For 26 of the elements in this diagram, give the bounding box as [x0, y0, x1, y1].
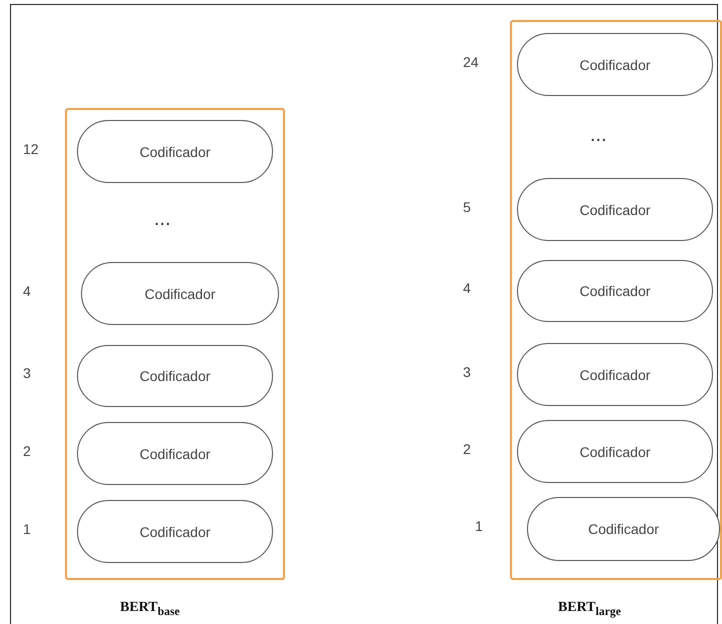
- ellipsis: ...: [590, 124, 607, 147]
- ellipsis: ...: [154, 208, 171, 231]
- layer-number: 3: [23, 365, 31, 381]
- layer-number: 2: [463, 440, 471, 456]
- encoder-label: Codificador: [140, 144, 210, 160]
- layer-number: 1: [475, 518, 483, 534]
- encoder-label: Codificador: [144, 286, 216, 302]
- layer-number: 12: [23, 140, 39, 156]
- encoder-label: Codificador: [580, 202, 650, 218]
- layer-number: 4: [23, 282, 31, 298]
- encoder-label: Codificador: [580, 366, 650, 382]
- layer-number: 24: [463, 54, 479, 70]
- layer-number: 5: [463, 198, 471, 214]
- model-title: BERT$_{base}$: [120, 600, 180, 618]
- encoder-label: Codificador: [580, 444, 650, 460]
- encoder-label: Codificador: [140, 524, 210, 540]
- encoder-label: Codificador: [580, 283, 650, 299]
- encoder-label: Codificador: [588, 521, 659, 537]
- model-title: BERT$_{large}$: [558, 600, 621, 618]
- layer-number: 4: [463, 280, 471, 296]
- layer-number: 1: [23, 520, 31, 536]
- layer-number: 3: [463, 364, 471, 380]
- layer-number: 2: [23, 442, 31, 458]
- encoder-label: Codificador: [580, 56, 650, 72]
- encoder-label: Codificador: [140, 446, 210, 462]
- encoder-label: Codificador: [140, 368, 210, 384]
